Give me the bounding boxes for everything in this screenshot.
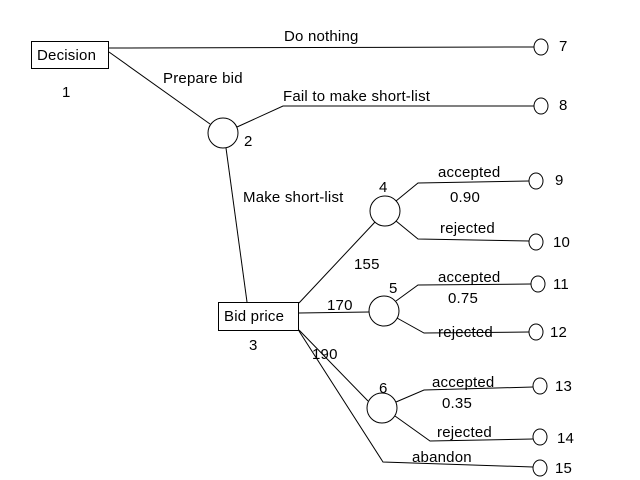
terminal-node-8 bbox=[533, 97, 549, 115]
edge-accepted-155 bbox=[395, 180, 530, 202]
chance-node-2 bbox=[207, 117, 239, 149]
decision-node-3-box: Bid price bbox=[218, 302, 299, 331]
probability-accepted-170: 0.75 bbox=[448, 290, 478, 307]
branch-label-rejected-190: rejected bbox=[437, 424, 492, 441]
edge-fail-short-list bbox=[236, 105, 534, 128]
terminal-node-11 bbox=[530, 275, 546, 293]
node-number-13: 13 bbox=[555, 378, 573, 395]
edge-make-short-list bbox=[225, 147, 248, 303]
edge-do-nothing bbox=[108, 46, 535, 49]
edge-bid-155 bbox=[298, 221, 376, 304]
terminal-node-12 bbox=[528, 323, 544, 341]
branch-label-bid-170: 170 bbox=[327, 297, 353, 314]
edge-rejected-155 bbox=[395, 220, 530, 242]
terminal-node-15 bbox=[532, 459, 548, 477]
edge-abandon bbox=[298, 330, 534, 468]
branch-label-rejected-170: rejected bbox=[438, 324, 493, 341]
branch-label-bid-190: 190 bbox=[312, 346, 338, 363]
node-number-9: 9 bbox=[555, 172, 564, 189]
branch-label-abandon: abandon bbox=[412, 449, 472, 466]
terminal-node-14 bbox=[532, 428, 548, 446]
node-number-10: 10 bbox=[553, 234, 571, 251]
edge-rejected-170 bbox=[396, 317, 530, 334]
edge-rejected-190 bbox=[394, 415, 534, 442]
decision-node-1-box: Decision bbox=[31, 41, 109, 69]
branch-label-bid-155: 155 bbox=[354, 256, 380, 273]
edge-accepted-190 bbox=[395, 386, 534, 403]
edge-accepted-170 bbox=[395, 283, 532, 302]
decision-node-1-label: Decision bbox=[37, 46, 97, 64]
node-number-4: 4 bbox=[379, 179, 388, 196]
node-number-6: 6 bbox=[379, 380, 388, 397]
terminal-node-7 bbox=[533, 38, 549, 56]
terminal-node-13 bbox=[532, 377, 548, 395]
node-number-14: 14 bbox=[557, 430, 575, 447]
chance-node-6 bbox=[366, 392, 398, 424]
node-number-7: 7 bbox=[559, 38, 568, 55]
branch-label-fail-short-list: Fail to make short-list bbox=[283, 88, 431, 105]
node-number-11: 11 bbox=[553, 276, 569, 293]
node-number-2: 2 bbox=[244, 133, 253, 150]
node-number-1: 1 bbox=[62, 84, 71, 101]
edge-prepare-bid bbox=[108, 51, 211, 125]
node-number-8: 8 bbox=[559, 97, 568, 114]
node-number-5: 5 bbox=[389, 280, 398, 297]
branch-label-prepare-bid: Prepare bid bbox=[163, 70, 243, 87]
node-number-3: 3 bbox=[249, 337, 258, 354]
branch-label-do-nothing: Do nothing bbox=[284, 28, 359, 45]
edge-bid-190 bbox=[298, 329, 369, 402]
terminal-node-10 bbox=[528, 233, 544, 251]
chance-node-5 bbox=[368, 295, 400, 327]
probability-accepted-190: 0.35 bbox=[442, 395, 472, 412]
decision-node-3-label: Bid price bbox=[224, 308, 285, 325]
node-number-15: 15 bbox=[555, 460, 573, 477]
branch-label-rejected-155: rejected bbox=[440, 220, 495, 237]
edge-bid-170 bbox=[298, 311, 370, 314]
probability-accepted-155: 0.90 bbox=[450, 189, 480, 206]
node-number-12: 12 bbox=[550, 324, 568, 341]
branch-label-make-short-list: Make short-list bbox=[243, 189, 344, 206]
branch-label-accepted-155: accepted bbox=[438, 164, 501, 181]
chance-node-4 bbox=[369, 195, 401, 227]
branch-label-accepted-190: accepted bbox=[432, 374, 495, 391]
terminal-node-9 bbox=[528, 172, 544, 190]
branch-label-accepted-170: accepted bbox=[438, 269, 501, 286]
